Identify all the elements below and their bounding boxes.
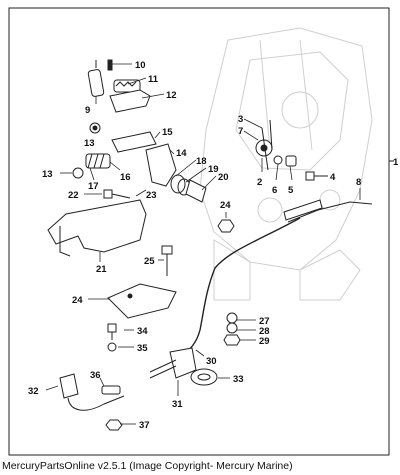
callout-13-upper: 13 — [84, 138, 95, 149]
callout-18: 18 — [196, 156, 207, 167]
callout-4: 4 — [330, 172, 336, 183]
callout-22: 22 — [68, 190, 79, 201]
part-26-bolt — [161, 245, 173, 276]
callout-25: 24 — [72, 295, 83, 306]
callout-19: 19 — [208, 164, 219, 175]
callout-31: 31 — [172, 399, 183, 410]
callout-14: 14 — [176, 148, 187, 159]
part-15-link — [111, 131, 157, 153]
callout-2: 2 — [257, 177, 262, 188]
callout-12: 12 — [166, 90, 177, 101]
diagram-border — [8, 7, 390, 456]
callout-16: 16 — [120, 172, 131, 183]
part-13-washer-hole — [92, 125, 98, 131]
part-11-spring — [113, 79, 141, 93]
part-14-lever — [145, 143, 177, 187]
part-24-nut — [217, 219, 235, 233]
callout-34: 34 — [137, 326, 148, 337]
callout-20: 20 — [218, 172, 229, 183]
leader-lines — [45, 63, 361, 425]
part-32-wire — [67, 395, 125, 411]
part-8-cable-fitting — [283, 199, 323, 221]
part-8-cable — [287, 201, 373, 223]
part-9-pin — [87, 60, 105, 97]
part-31-leads — [149, 359, 177, 379]
part-21-bracket — [47, 199, 147, 253]
copyright-footer: MercuryPartsOnline v2.5.1 (Image Copyrig… — [2, 460, 293, 472]
part-35-washer — [107, 342, 117, 352]
callout-labels: 10 11 12 9 13 15 14 16 17 13 22 23 18 19… — [28, 60, 361, 431]
callout-8: 8 — [356, 177, 361, 188]
callout-9: 9 — [85, 105, 90, 116]
part-25-plate-hole — [127, 293, 133, 299]
part-21-bracket-tab — [59, 226, 71, 257]
callout-32: 32 — [28, 386, 39, 397]
callout-24: 24 — [220, 200, 231, 211]
part-22-screw — [103, 189, 131, 199]
part-2-lever-assembly — [255, 119, 273, 171]
part-34-screw — [107, 323, 117, 340]
callout-28: 28 — [259, 326, 270, 337]
part-32-horn — [59, 373, 79, 399]
engine-block-ghost — [199, 27, 373, 301]
part-5-spacer — [285, 155, 297, 167]
callout-7: 7 — [238, 126, 243, 137]
shift-cable — [179, 217, 301, 357]
part-20-sleeve — [185, 179, 207, 203]
part-37-nut — [105, 419, 123, 431]
part-33-grommet-hole — [197, 373, 211, 381]
callout-11: 11 — [148, 74, 159, 85]
part-31-switch — [169, 347, 197, 379]
part-28-washer — [226, 322, 238, 334]
part-29-nut — [223, 334, 241, 346]
callout-29: 29 — [259, 336, 270, 347]
callout-10: 10 — [135, 60, 146, 71]
part-36-connector — [101, 385, 121, 395]
callout-33: 33 — [233, 374, 244, 385]
callout-5: 5 — [288, 185, 294, 196]
callout-36: 36 — [90, 370, 101, 381]
callout-6: 6 — [272, 185, 277, 196]
part-6-washer — [273, 155, 283, 165]
callout-23: 23 — [146, 190, 157, 201]
callout-13-lower: 13 — [42, 169, 53, 180]
part-13-washer-lower — [72, 167, 84, 179]
callout-30: 30 — [206, 356, 217, 367]
frame-ref-label: 1 — [393, 157, 399, 168]
part-drawings — [47, 59, 373, 431]
part-10-spring — [107, 59, 113, 71]
part-16-spring-assembly — [85, 153, 111, 169]
part-27-washer — [226, 312, 238, 324]
callout-37: 37 — [139, 420, 150, 431]
part-33-grommet — [190, 368, 218, 386]
callout-3: 3 — [238, 114, 243, 125]
part-25-plate — [107, 283, 177, 319]
callout-27: 27 — [259, 316, 270, 327]
callout-26: 25 — [144, 256, 155, 267]
part-12-rod-end — [109, 89, 151, 113]
callout-17: 17 — [88, 181, 99, 192]
callout-35: 35 — [137, 343, 148, 354]
callout-15: 15 — [162, 127, 173, 138]
callout-21: 21 — [96, 264, 107, 275]
